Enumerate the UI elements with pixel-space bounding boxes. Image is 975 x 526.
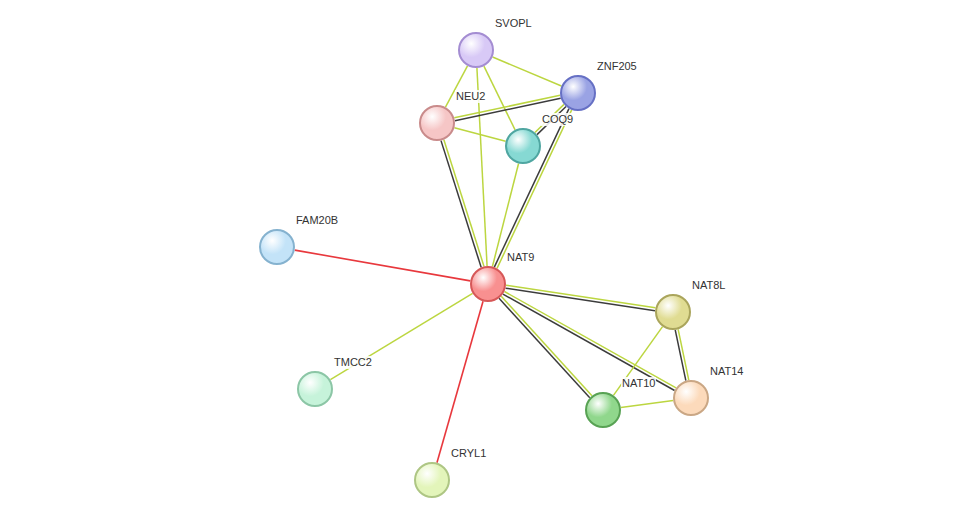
- interaction-edge: [506, 285, 656, 311]
- interaction-edge: [503, 292, 676, 391]
- interaction-edge: [330, 293, 472, 379]
- edge-stroke: [444, 140, 484, 267]
- interaction-edge: [499, 296, 592, 397]
- edge-stroke: [441, 141, 481, 268]
- edge-stroke: [493, 57, 562, 86]
- interaction-edge: [437, 301, 483, 462]
- protein-label: CRYL1: [450, 447, 487, 460]
- protein-node: FAM20B: [259, 229, 295, 265]
- protein-label: NEU2: [455, 90, 486, 103]
- edge-stroke: [437, 301, 483, 462]
- protein-node: COQ9: [505, 128, 541, 164]
- protein-node: NAT8L: [655, 294, 691, 330]
- protein-label: NAT14: [709, 365, 744, 378]
- protein-label: FAM20B: [295, 214, 339, 227]
- interaction-edge: [484, 66, 515, 130]
- protein-node: SVOPL: [458, 32, 494, 68]
- edge-stroke: [330, 293, 472, 379]
- protein-label: TMCC2: [333, 356, 373, 369]
- edge-stroke: [454, 128, 505, 142]
- interaction-edge: [675, 329, 689, 380]
- edge-stroke: [494, 109, 569, 267]
- edge-stroke: [503, 294, 675, 390]
- protein-label: COQ9: [541, 113, 574, 126]
- interaction-edge: [621, 400, 673, 407]
- protein-label: NAT10: [621, 377, 656, 390]
- protein-node: NEU2: [419, 105, 455, 141]
- interaction-edge: [454, 128, 505, 142]
- edge-stroke: [497, 110, 572, 268]
- edge-stroke: [678, 329, 689, 380]
- protein-node: TMCC2: [297, 371, 333, 407]
- edge-stroke: [501, 296, 592, 395]
- interaction-edge: [613, 327, 662, 396]
- protein-node: NAT10: [585, 392, 621, 428]
- protein-node: NAT9: [470, 266, 506, 302]
- edge-stroke: [484, 66, 515, 130]
- protein-label: NAT9: [506, 251, 535, 264]
- edge-stroke: [613, 327, 662, 396]
- protein-label: ZNF205: [596, 60, 638, 73]
- protein-label: NAT8L: [691, 279, 726, 292]
- interaction-edge: [295, 250, 471, 281]
- protein-label: SVOPL: [494, 17, 533, 30]
- protein-node: ZNF205: [560, 75, 596, 111]
- protein-node: NAT14: [673, 380, 709, 416]
- interaction-edge: [493, 57, 562, 86]
- interaction-edge: [494, 109, 571, 269]
- edge-stroke: [621, 400, 673, 407]
- edge-stroke: [295, 250, 471, 281]
- interaction-edge: [441, 140, 484, 268]
- protein-node: CRYL1: [414, 462, 450, 498]
- edge-stroke: [504, 292, 676, 388]
